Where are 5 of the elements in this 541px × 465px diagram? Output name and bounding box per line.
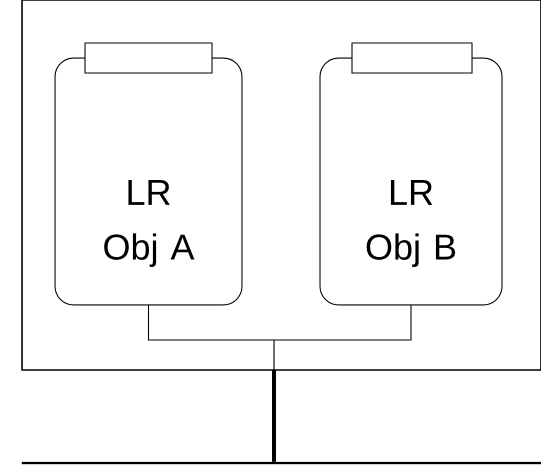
- object-box: LR Obj A: [54, 42, 242, 306]
- object-box: LR Obj B: [319, 42, 503, 306]
- bus-line: [22, 462, 541, 464]
- frame-box: [21, 0, 541, 371]
- bus-trunk: [272, 370, 276, 462]
